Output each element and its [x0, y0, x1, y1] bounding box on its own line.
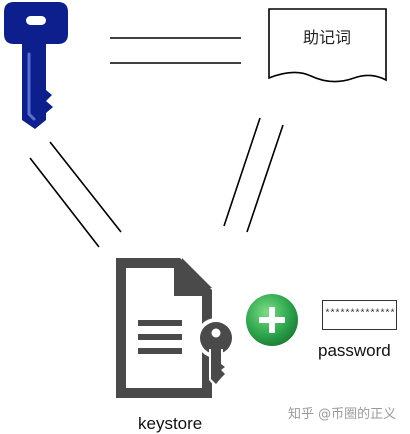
password-field: **************	[322, 300, 397, 330]
mnemonic-document-icon	[268, 8, 387, 83]
keystore-label: keystore	[138, 414, 203, 433]
password-label: password	[318, 341, 391, 360]
connector-mnemonic-keystore-1	[223, 117, 261, 227]
plus-icon	[246, 294, 298, 346]
connector-mnemonic-keystore-2	[246, 124, 284, 233]
watermark: 知乎 @币圈的正义	[288, 407, 397, 422]
small-key-icon	[196, 318, 236, 388]
connector-key-keystore-2	[49, 141, 122, 233]
keystore-file-icon	[116, 258, 236, 398]
mnemonic-label: 助记词	[302, 28, 351, 47]
connector-key-keystore-1	[29, 157, 100, 248]
private-key-icon	[4, 2, 68, 129]
